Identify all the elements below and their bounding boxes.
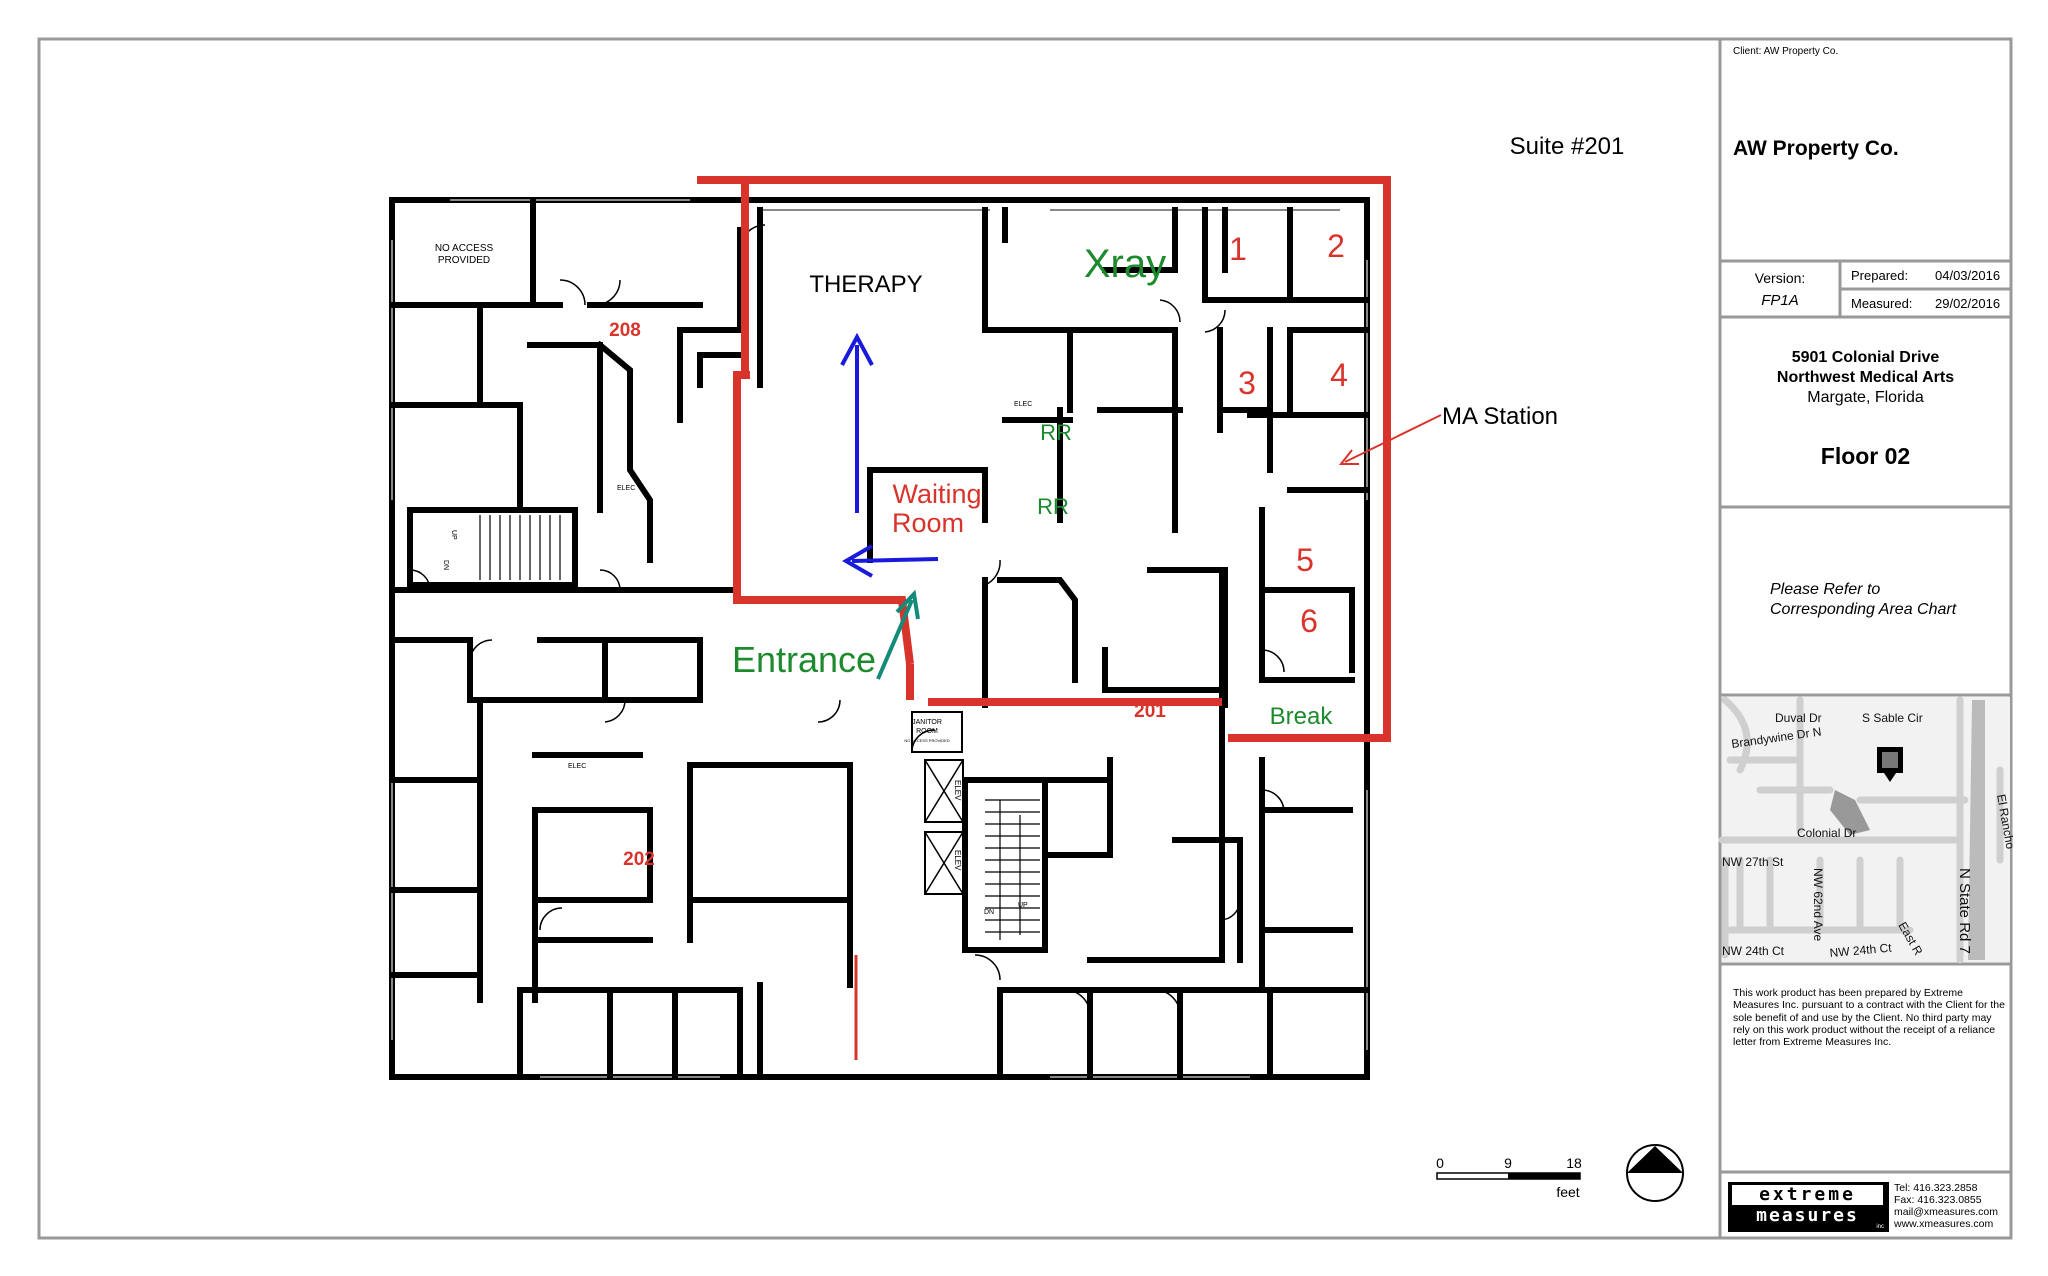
logo-inc: inc xyxy=(1876,1224,1884,1230)
restroom-2: RR xyxy=(1037,494,1069,519)
contact-fax: Fax: 416.323.0855 xyxy=(1894,1194,1982,1206)
measured-date: 29/02/2016 xyxy=(1935,296,2001,311)
client-line: Client: AW Property Co. xyxy=(1733,46,1839,57)
elec-label-2: ELEC xyxy=(568,763,586,770)
street-nw62: NW 62nd Ave xyxy=(1811,868,1825,941)
logo-line1: extreme xyxy=(1732,1185,1883,1205)
street-colonial: Colonial Dr xyxy=(1797,826,1856,840)
no-access-line1: NO ACCESS xyxy=(435,243,494,254)
street-nw27: NW 27th St xyxy=(1722,855,1784,869)
floor-plan: Suite #201 THERAPY Xray 1 2 3 4 5 6 RR R… xyxy=(389,133,1684,1202)
floor-label: Floor 02 xyxy=(1820,443,1911,469)
restroom-1: RR xyxy=(1040,420,1072,445)
room-xray: Xray xyxy=(1084,242,1166,286)
exam-room-2: 2 xyxy=(1327,228,1345,264)
janitor-room xyxy=(911,711,963,753)
suite-201: 201 xyxy=(1134,701,1166,722)
elev-label-2: ELEV xyxy=(953,850,962,871)
elev-label-1: ELEV xyxy=(953,780,962,801)
address-line3: Margate, Florida xyxy=(1807,389,1924,406)
arrow-up-icon xyxy=(840,332,874,513)
waiting-room-line2: Room xyxy=(892,508,964,538)
company-name: AW Property Co. xyxy=(1733,137,1899,160)
extreme-measures-logo: extreme measures inc xyxy=(1728,1182,1889,1232)
street-sable: S Sable Cir xyxy=(1862,711,1923,725)
measured-label: Measured: xyxy=(1851,296,1913,311)
suite-208: 208 xyxy=(609,320,641,341)
suite-label: Suite #201 xyxy=(1510,133,1625,160)
ma-station-label: MA Station xyxy=(1442,403,1558,430)
version-value: FP1A xyxy=(1761,292,1799,309)
street-nw24-a: NW 24th Ct xyxy=(1722,944,1785,958)
scale-tick-18: 18 xyxy=(1566,1155,1582,1171)
exam-room-3: 3 xyxy=(1238,365,1256,401)
janitor-line1: JANITOR xyxy=(912,719,942,726)
suite-202: 202 xyxy=(623,849,655,870)
exam-room-4: 4 xyxy=(1330,357,1348,393)
scale-unit: feet xyxy=(1556,1184,1579,1200)
ma-station-leader-icon xyxy=(1338,414,1442,465)
elevator-1 xyxy=(924,759,964,823)
stair-left xyxy=(479,515,561,580)
doors xyxy=(409,224,1285,1016)
stair-center xyxy=(985,799,1040,940)
break-room: Break xyxy=(1270,703,1334,730)
location-map: Duval Dr S Sable Cir Brandywine Dr N Col… xyxy=(1718,696,2018,964)
sheet-border xyxy=(37,37,2013,1240)
stair-up-1: UP xyxy=(450,530,457,540)
contact-website[interactable]: www.xmeasures.com xyxy=(1894,1218,1994,1230)
disclaimer: This work product has been prepared by E… xyxy=(1733,987,2005,1049)
elec-label-1: ELEC xyxy=(617,485,635,492)
room-therapy: THERAPY xyxy=(809,271,922,298)
janitor-note: NO ACCESS PROVIDED xyxy=(904,738,949,743)
street-duval: Duval Dr xyxy=(1775,711,1822,725)
prepared-date: 04/03/2016 xyxy=(1935,268,2001,283)
contact-tel: Tel: 416.323.2858 xyxy=(1894,1182,1978,1194)
elec-label-3: ELEC xyxy=(1014,401,1032,408)
arrow-left-icon xyxy=(841,544,939,578)
stair-dn-2: DN xyxy=(984,909,994,916)
title-block-grid xyxy=(1720,259,2011,1174)
scale-tick-9: 9 xyxy=(1504,1155,1512,1171)
exam-room-6: 6 xyxy=(1300,603,1318,639)
address-line1: 5901 Colonial Drive xyxy=(1791,349,1940,366)
street-nw24-b: NW 24th Ct xyxy=(1829,941,1893,960)
area-note-line1: Please Refer to xyxy=(1770,581,1881,598)
stair-up-2: UP xyxy=(1018,902,1028,909)
exam-room-5: 5 xyxy=(1296,542,1314,578)
stair-dn-1: DN xyxy=(442,560,449,570)
address-line2: Northwest Medical Arts xyxy=(1776,369,1955,386)
elevator-2 xyxy=(924,831,964,895)
waiting-room-line1: Waiting xyxy=(892,479,981,509)
version-label: Version: xyxy=(1754,270,1806,286)
exam-room-1: 1 xyxy=(1229,231,1247,267)
entrance-label: Entrance xyxy=(732,639,876,680)
no-access-line2: PROVIDED xyxy=(438,255,490,266)
area-note-line2: Corresponding Area Chart xyxy=(1770,601,1957,618)
suite-boundary xyxy=(697,176,1391,742)
scale-tick-0: 0 xyxy=(1436,1155,1444,1171)
street-state-rd: N State Rd 7 xyxy=(1956,868,1973,954)
entrance-arrow-icon xyxy=(876,589,920,680)
prepared-label: Prepared: xyxy=(1851,268,1909,283)
contact-email[interactable]: mail@xmeasures.com xyxy=(1894,1206,1999,1218)
scale-bar: 0 9 18 feet xyxy=(1436,1155,1582,1200)
janitor-line2: ROOM xyxy=(916,728,938,735)
logo-line2: measures xyxy=(1756,1205,1859,1226)
north-arrow-icon xyxy=(1626,1144,1684,1202)
